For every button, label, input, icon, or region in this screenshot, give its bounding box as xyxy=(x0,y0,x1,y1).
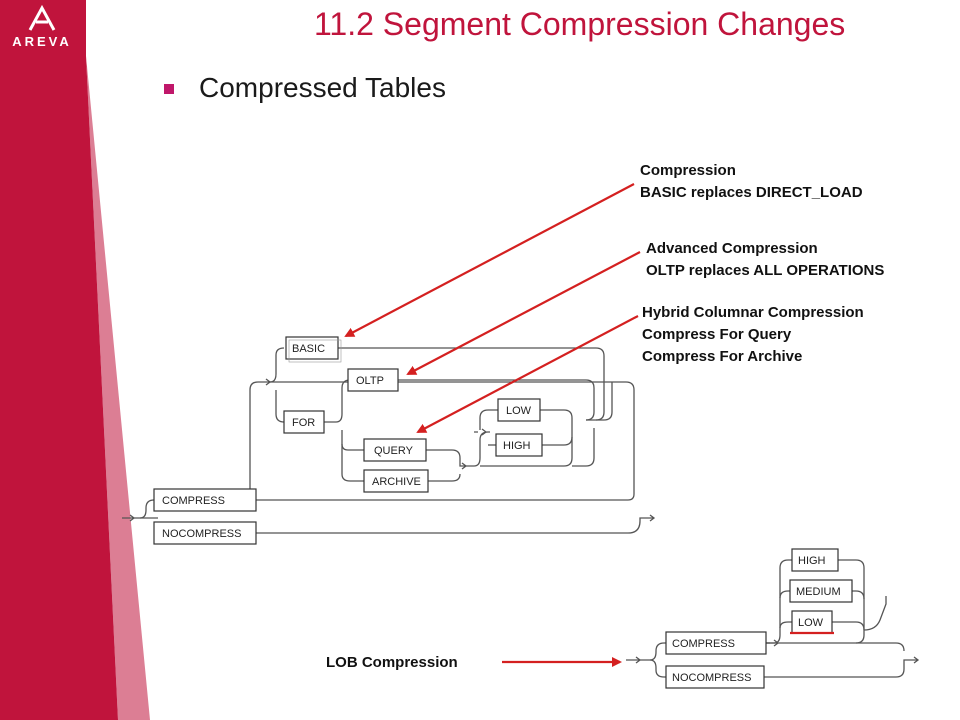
callout-hybrid-line2: Compress For Query xyxy=(642,326,792,343)
table-syntax-boxes xyxy=(153,336,543,545)
callout-arrows xyxy=(344,183,641,667)
callout-compression-line2: BASIC replaces DIRECT_LOAD xyxy=(640,184,863,201)
arrow-to-basic xyxy=(344,183,635,337)
lob-low-keyword: LOW xyxy=(798,617,824,629)
callout-compression-line1: Compression xyxy=(640,162,736,179)
areva-brand-band xyxy=(0,0,150,720)
compress-keyword: COMPRESS xyxy=(162,495,225,507)
callout-hybrid: Hybrid Columnar Compression Compress For… xyxy=(642,302,864,368)
bullet-text: Compressed Tables xyxy=(199,72,446,103)
areva-logo-icon xyxy=(28,4,56,31)
callout-hybrid-line1: Hybrid Columnar Compression xyxy=(642,304,864,321)
lob-nocompress-keyword: NOCOMPRESS xyxy=(672,672,751,684)
callout-compression: Compression BASIC replaces DIRECT_LOAD xyxy=(640,160,863,204)
nocompress-keyword: NOCOMPRESS xyxy=(162,528,241,540)
callout-advanced-line2: OLTP replaces ALL OPERATIONS xyxy=(646,262,885,279)
lob-high-keyword: HIGH xyxy=(798,555,826,567)
logo-wordmark: AREVA xyxy=(12,34,72,49)
table-syntax-lines xyxy=(122,347,656,534)
arrow-to-query xyxy=(416,315,639,433)
archive-keyword: ARCHIVE xyxy=(372,476,421,488)
for-keyword: FOR xyxy=(292,417,315,429)
bullet-square-icon xyxy=(164,84,174,94)
oltp-keyword: OLTP xyxy=(356,375,384,387)
slide-title: 11.2 Segment Compression Changes xyxy=(314,6,846,42)
low-keyword: LOW xyxy=(506,405,532,417)
table-syntax-labels: BASIC FOR OLTP QUERY ARCHIVE LOW HIGH CO… xyxy=(162,343,532,540)
high-keyword: HIGH xyxy=(503,440,531,452)
callout-lob: LOB Compression xyxy=(326,654,458,671)
callout-advanced: Advanced Compression OLTP replaces ALL O… xyxy=(646,238,884,282)
lob-syntax-boxes xyxy=(665,548,853,689)
query-keyword: QUERY xyxy=(374,445,414,457)
lob-syntax-lines xyxy=(626,559,920,678)
basic-keyword: BASIC xyxy=(292,343,325,355)
lob-syntax-labels: HIGH MEDIUM LOW COMPRESS NOCOMPRESS xyxy=(672,555,841,684)
arrow-to-oltp xyxy=(406,251,641,375)
lob-medium-keyword: MEDIUM xyxy=(796,586,841,598)
lob-compress-keyword: COMPRESS xyxy=(672,638,735,650)
callout-hybrid-line3: Compress For Archive xyxy=(642,348,803,365)
callout-advanced-line1: Advanced Compression xyxy=(646,240,818,257)
